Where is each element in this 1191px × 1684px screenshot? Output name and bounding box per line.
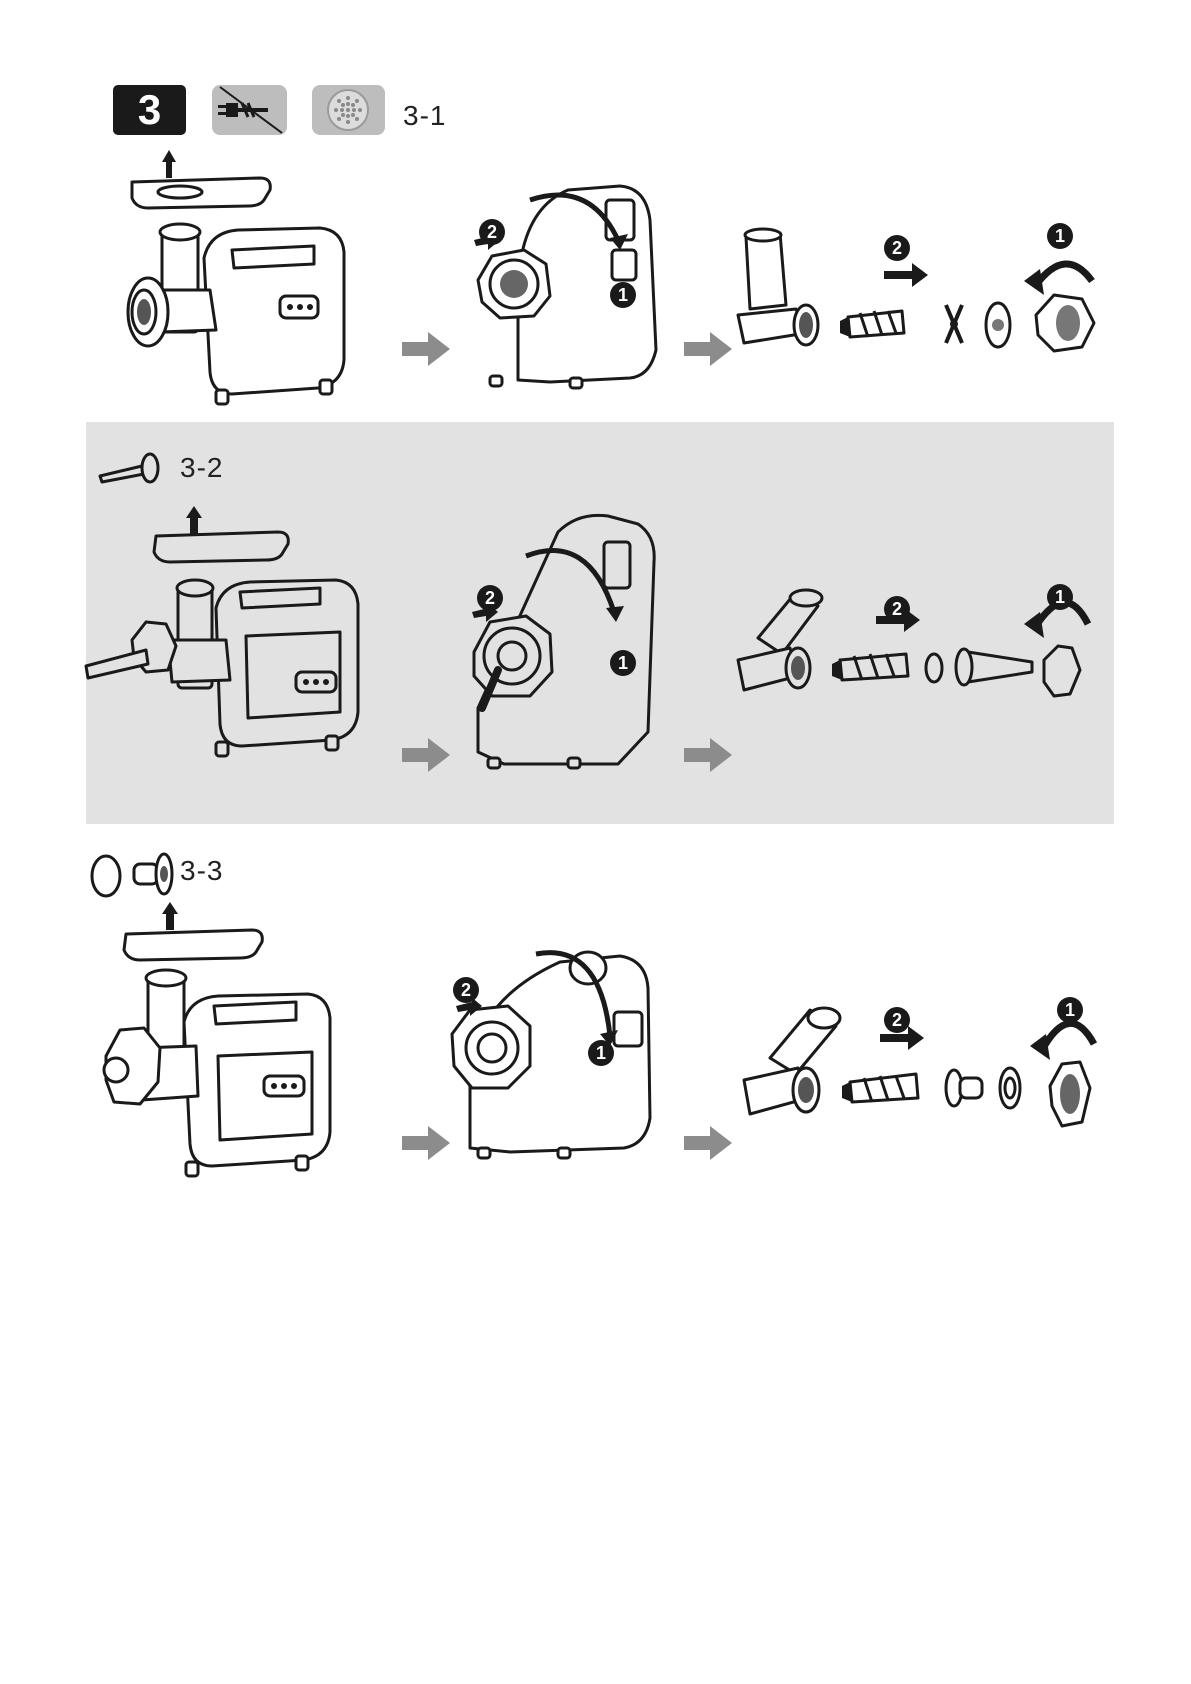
grinder-rotate-3-2 [468, 512, 668, 772]
sausage-nozzle-icon [98, 452, 166, 488]
callout-2-3-3b: 2 [453, 977, 479, 1003]
grinder-assembled-3-1 [120, 140, 360, 415]
mincing-plate-icon [312, 85, 385, 135]
next-arrow [402, 738, 450, 772]
callout-1-3-3b: 1 [588, 1040, 614, 1066]
callout-2-3-3c: 2 [884, 1007, 910, 1033]
step-badge: 3 [113, 85, 186, 135]
unplug-tile [212, 85, 287, 135]
section-label-3-2: 3-2 [180, 452, 223, 484]
grinder-assembled-3-3 [100, 896, 340, 1181]
plate-tile [312, 85, 385, 135]
callout-2-3-2b: 2 [477, 585, 503, 611]
callout-2-3-2c: 2 [884, 596, 910, 622]
callout-1-3-2b: 1 [610, 650, 636, 676]
next-arrow [684, 332, 732, 366]
next-arrow [684, 1126, 732, 1160]
grinder-assembled-3-2 [86, 500, 386, 780]
next-arrow [684, 738, 732, 772]
unplug-icon [212, 85, 287, 135]
callout-1-3-3c: 1 [1057, 997, 1083, 1023]
parts-exploded-3-1 [736, 225, 1106, 375]
parts-exploded-3-3 [740, 994, 1110, 1154]
kibbe-attachment-icon [90, 852, 176, 898]
section-label-3-3: 3-3 [180, 855, 223, 887]
grinder-rotate-3-1 [470, 180, 670, 400]
grinder-rotate-3-3 [450, 948, 660, 1168]
next-arrow [402, 332, 450, 366]
callout-2-3-1c: 2 [884, 235, 910, 261]
callout-1-3-1c: 1 [1047, 223, 1073, 249]
callout-1-3-2c: 1 [1047, 584, 1073, 610]
section-label-3-1: 3-1 [403, 100, 446, 132]
step-number: 3 [138, 86, 161, 134]
callout-1-3-1b: 1 [610, 282, 636, 308]
callout-2-3-1b: 2 [479, 219, 505, 245]
next-arrow [402, 1126, 450, 1160]
